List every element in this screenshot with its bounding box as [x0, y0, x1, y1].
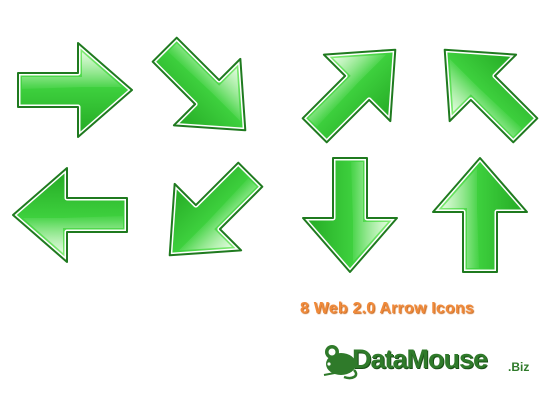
datamouse-logo: DataMouse .Biz	[322, 334, 532, 384]
logo-brand-text: DataMouse	[352, 344, 488, 374]
arrow-left-icon	[5, 150, 135, 280]
arrow-down-right-icon	[140, 25, 270, 155]
caption-text: 8 Web 2.0 Arrow Icons	[300, 300, 475, 317]
arrow-up-icon	[415, 150, 545, 280]
arrow-right-icon	[10, 25, 140, 155]
logo-tld-text: .Biz	[508, 360, 530, 374]
mouse-icon	[323, 345, 358, 380]
arrow-up-right-icon	[290, 25, 420, 155]
arrow-down-left-icon	[145, 150, 275, 280]
arrow-up-left-icon	[420, 25, 550, 155]
arrow-down-icon	[285, 150, 415, 280]
